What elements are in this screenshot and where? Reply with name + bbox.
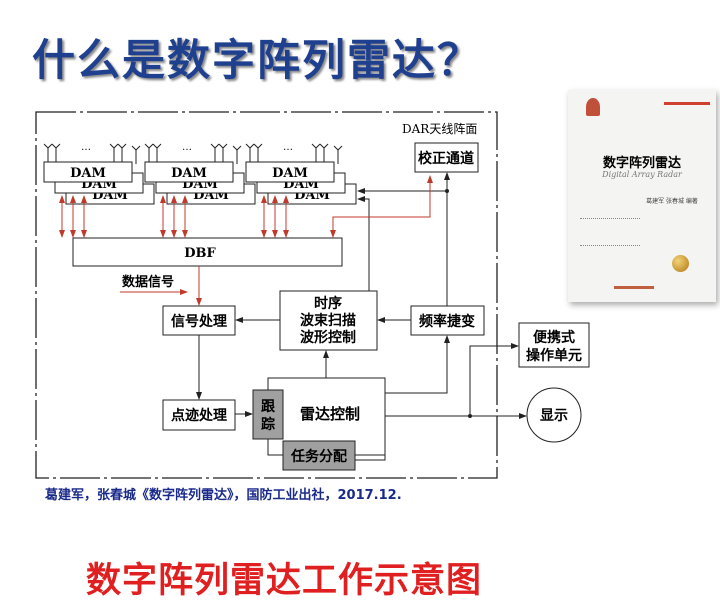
dam-module [245, 161, 335, 183]
figure-caption: 数字阵列雷达工作示意图 [86, 561, 483, 601]
book-title: 数字阵列雷达 [602, 156, 681, 171]
ellipsis: … [182, 142, 192, 153]
plot-processing-label: 点迹处理 [171, 407, 227, 424]
array-label: DAR天线阵面 [402, 122, 477, 136]
antenna-icon [131, 145, 141, 164]
ellipsis: … [283, 142, 293, 153]
antenna-icon [210, 143, 220, 162]
antenna-icon [109, 143, 119, 162]
portable-unit-box [518, 322, 590, 368]
array-boundary [35, 111, 498, 479]
signal-processing-label: 信号处理 [171, 313, 227, 330]
antenna-icon [253, 143, 263, 162]
calibration-label: 校正通道 [418, 150, 474, 167]
antenna-icon [152, 143, 162, 162]
dbf-box [72, 237, 343, 267]
antenna-icon [51, 143, 61, 162]
task-allocation-label: 任务分配 [290, 448, 347, 465]
plot-processing-box [162, 399, 236, 431]
timing-label: 时序 [314, 295, 342, 312]
task-allocation-box [282, 440, 356, 471]
dam-module [144, 161, 234, 183]
dam-group: DAMDAMDAM… [43, 142, 155, 238]
antenna-icon [144, 143, 154, 162]
antenna-icon [117, 143, 127, 162]
dam-groups: DAMDAMDAM…DAMDAMDAM…DAMDAMDAM… [43, 142, 357, 238]
antenna-icon [43, 143, 53, 162]
book-authors: 葛建军 张春城 编著 [646, 198, 698, 205]
antenna-icon [218, 143, 228, 162]
dam-label: DAM [272, 166, 308, 181]
ellipsis: … [81, 142, 91, 153]
citation: 葛建军，张春城《数字阵列雷达》，国防工业出社，2017.12. [45, 488, 402, 503]
dam-label: DAM [70, 166, 106, 181]
display-circle [526, 387, 582, 443]
portable-label-1: 便携式 [533, 329, 575, 346]
dbf-label: DBF [184, 246, 216, 261]
display-label: 显示 [540, 408, 568, 424]
antenna-icon [245, 143, 255, 162]
tracking-label-1: 跟 [261, 399, 276, 415]
dam-group: DAMDAMDAM… [245, 142, 357, 238]
antenna-icon [319, 143, 329, 162]
freq-agility-label: 频率捷变 [419, 313, 475, 330]
signal-processing-box [162, 305, 236, 336]
book-cover-image: 数字阵列雷达 Digital Array Radar 葛建军 张春城 编著 [568, 90, 716, 302]
portable-label-2: 操作单元 [526, 347, 582, 364]
antenna-icon [333, 145, 343, 164]
book-subtitle: Digital Array Radar [602, 170, 682, 179]
data-signal-label: 数据信号 [122, 274, 174, 290]
radar-control-label: 雷达控制 [300, 405, 360, 423]
dam-group: DAMDAMDAM… [144, 142, 256, 238]
antenna-icon [232, 145, 242, 164]
page-title: 什么是数字阵列雷达？ [32, 36, 482, 86]
dam-module [43, 161, 133, 183]
tracking-box [252, 389, 284, 440]
antenna-icon [311, 143, 321, 162]
waveform-label: 波形控制 [300, 329, 356, 346]
dam-label: DAM [171, 166, 207, 181]
beam-scan-label: 波束扫描 [300, 312, 356, 329]
tracking-label-2: 踪 [261, 416, 275, 433]
